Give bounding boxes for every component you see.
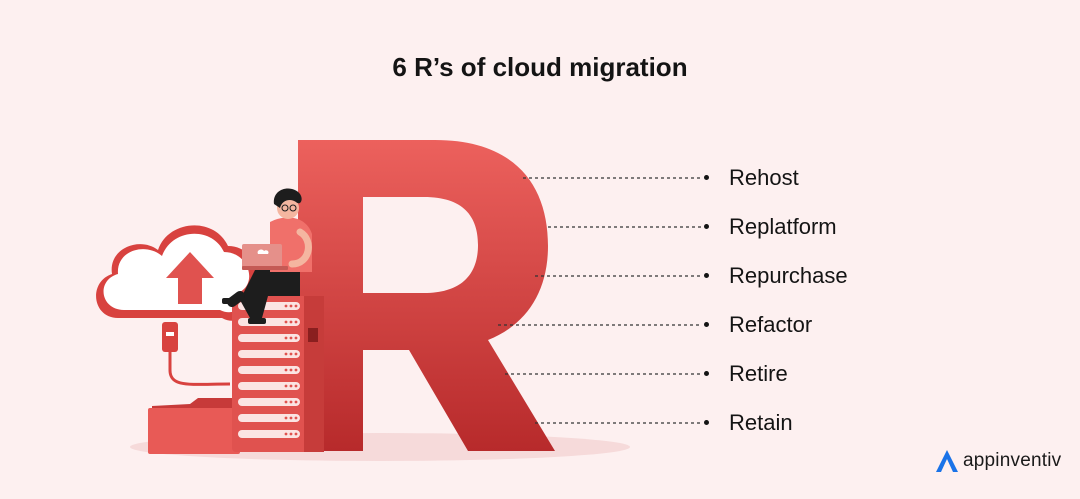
cloud-upload-icon — [96, 225, 258, 321]
bullet — [704, 273, 709, 279]
item-label: Repurchase — [729, 263, 848, 288]
list-item-retire: Retire — [704, 359, 788, 389]
list-item-retain: Retain — [704, 408, 793, 438]
bullet — [704, 224, 709, 230]
item-label: Refactor — [729, 312, 813, 337]
bullet — [704, 420, 709, 426]
list-item-refactor: Refactor — [704, 310, 812, 340]
item-label: Replatform — [729, 214, 837, 239]
server-rack — [232, 296, 324, 452]
logo-text: appinventiv — [963, 450, 1062, 471]
big-letter-r — [298, 140, 555, 451]
appinventiv-logo-icon — [936, 450, 958, 472]
list-item-rehost: Rehost — [704, 163, 799, 193]
list-item-replatform: Replatform — [704, 212, 837, 242]
list-item-repurchase: Repurchase — [704, 261, 848, 291]
item-label: Rehost — [729, 165, 799, 190]
item-label: Retain — [729, 410, 793, 435]
bullet — [704, 371, 709, 377]
item-label: Retire — [729, 361, 788, 386]
diagram-title: 6 R’s of cloud migration — [392, 52, 688, 82]
dotted-connectors — [498, 177, 702, 424]
folder-icon — [148, 398, 244, 454]
bullet — [704, 175, 709, 181]
appinventiv-logo: appinventiv — [934, 447, 1061, 475]
cable — [162, 322, 231, 386]
bullet — [704, 322, 709, 328]
person-with-laptop — [222, 188, 312, 324]
upload-arrow-icon — [166, 252, 214, 304]
